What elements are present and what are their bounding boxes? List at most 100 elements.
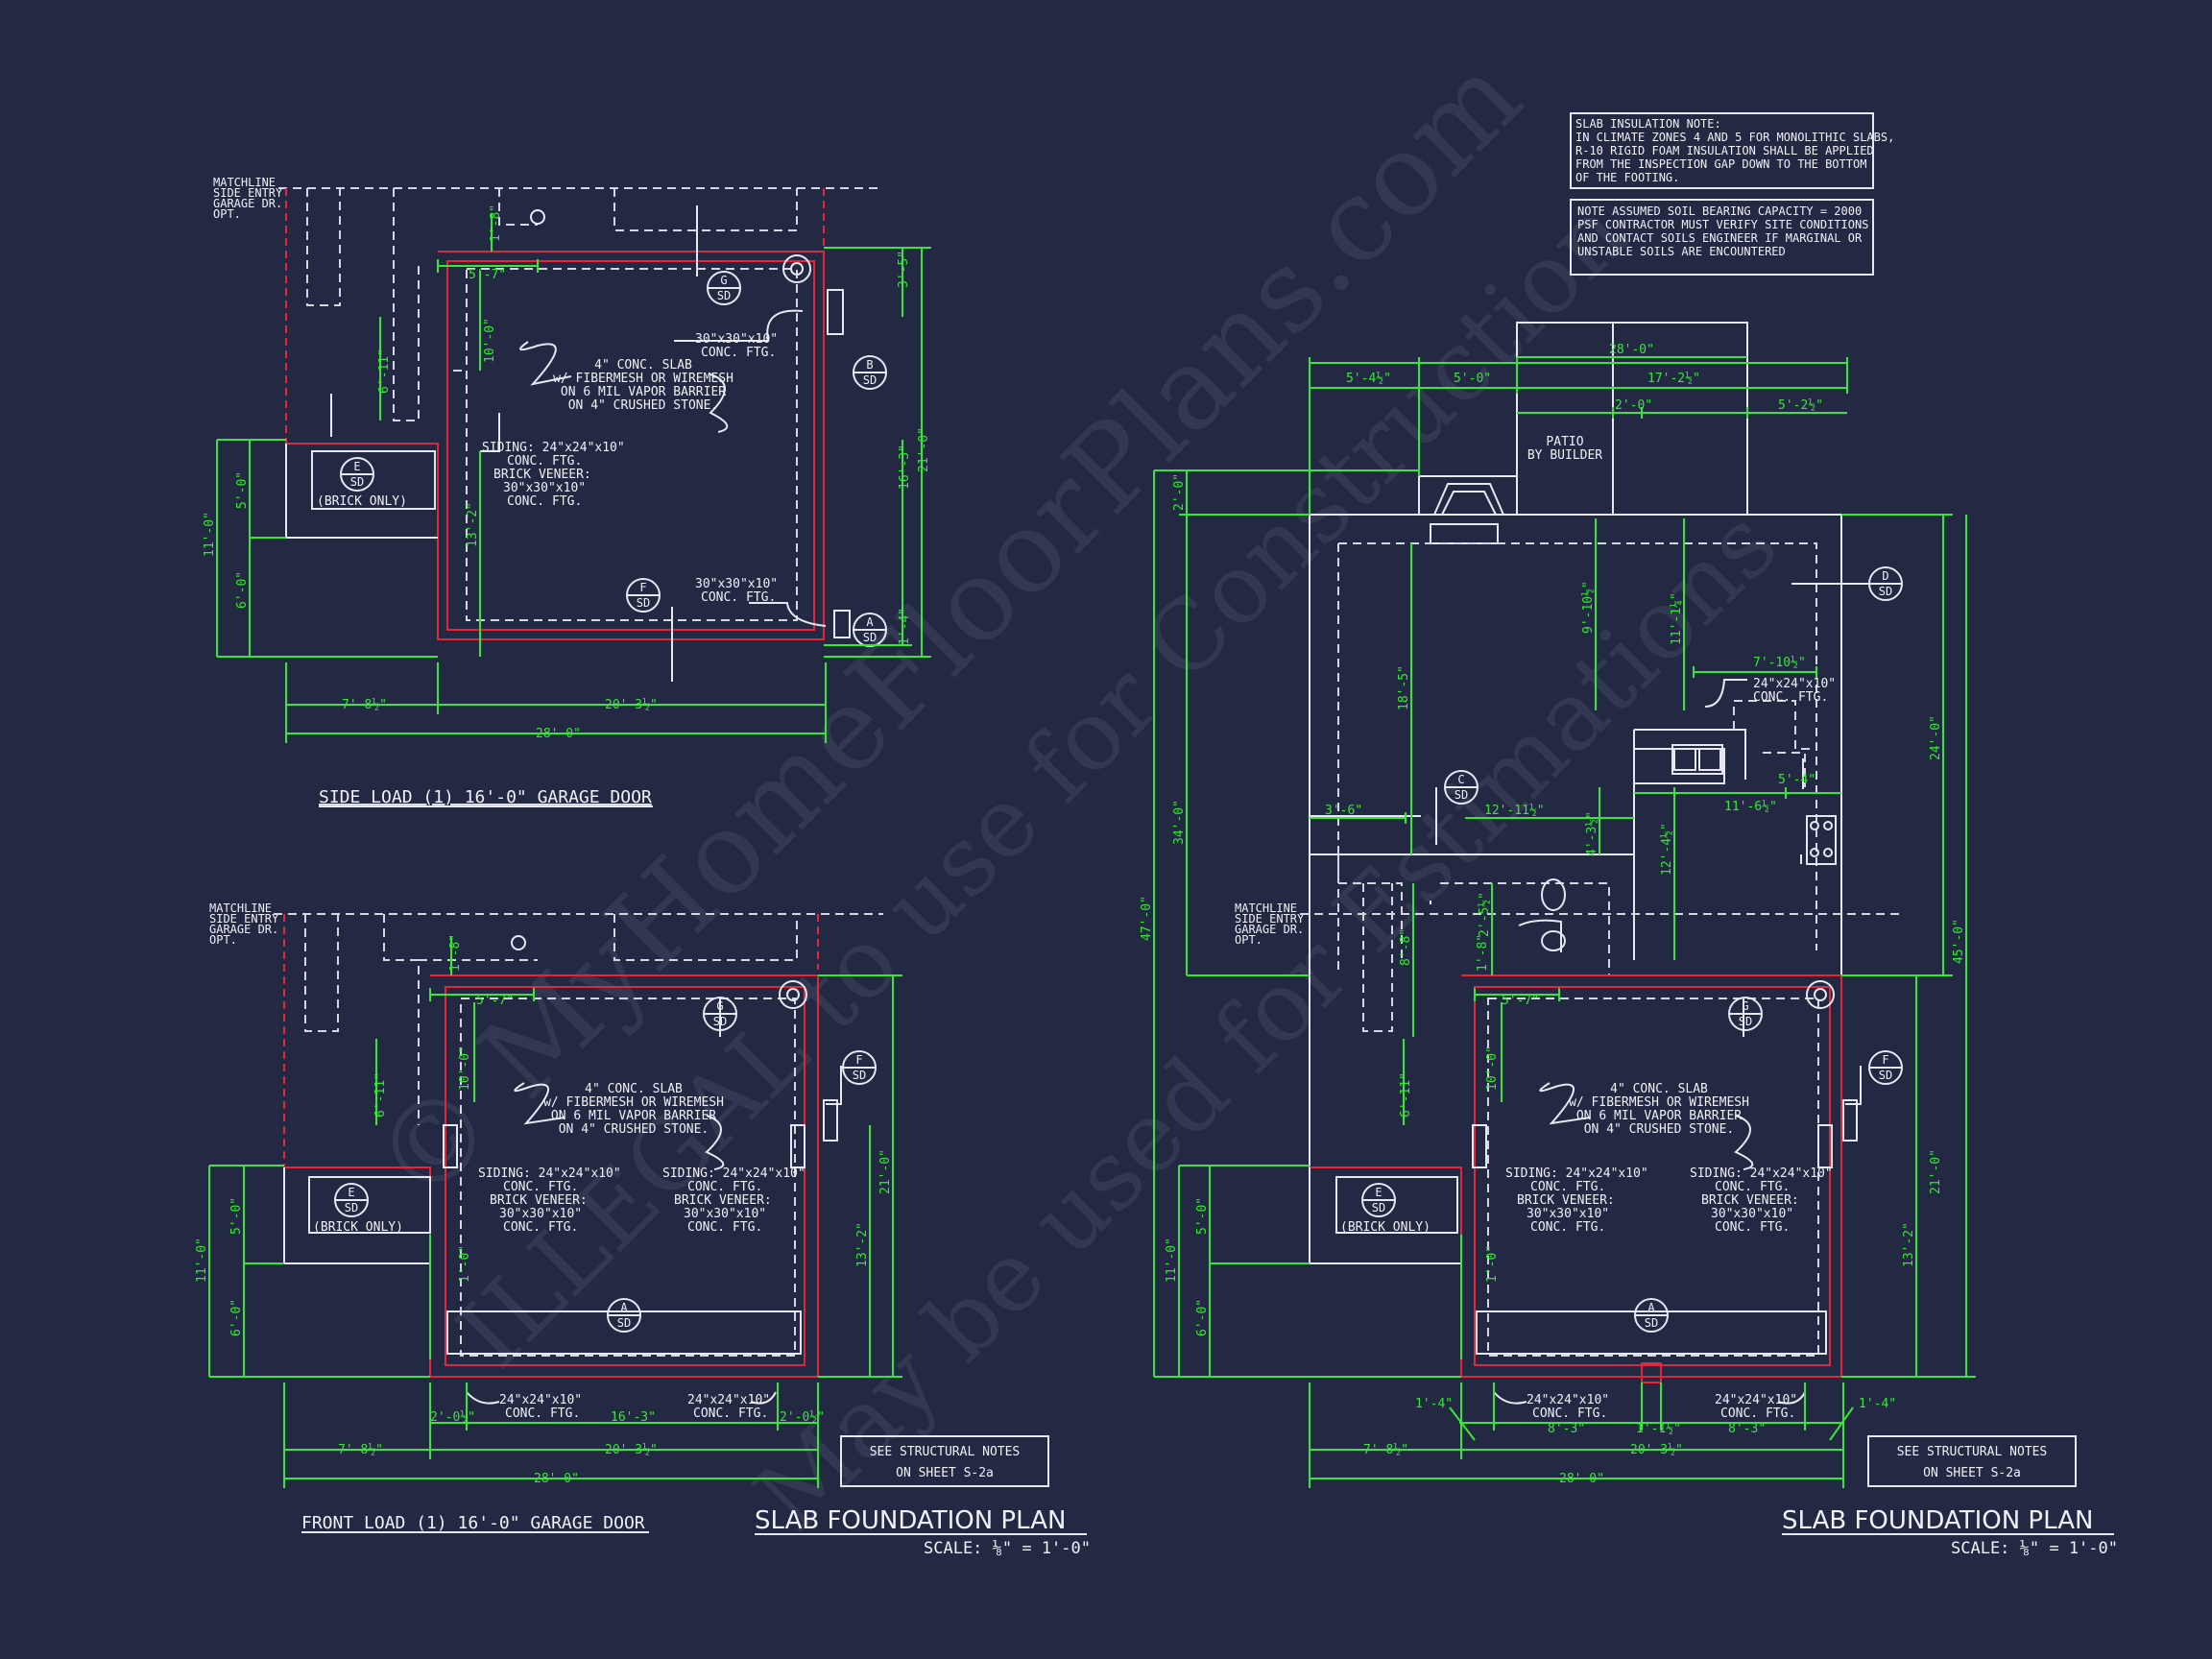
dimension-label: 7'-8½": [338, 1443, 383, 1457]
section-marker-g: GSD: [707, 271, 741, 305]
siding-note-line: CONC. FTG.: [1530, 1220, 1605, 1235]
plan-title-front-load: FRONT LOAD (1) 16'-0" GARAGE DOOR: [301, 1513, 645, 1533]
siding-note-line: SIDING: 24"x24"x10": [1690, 1166, 1833, 1181]
dimension-label: 3'-5": [897, 251, 911, 288]
section-marker-e: ESD: [340, 457, 374, 492]
siding-note-line: CONC. FTG.: [1715, 1180, 1790, 1194]
slab-insulation-note-line: OF THE FOOTING.: [1575, 171, 1679, 184]
footing-note-line: 24"x24"x10": [1527, 1393, 1609, 1407]
svg-text:SD: SD: [1879, 585, 1892, 598]
section-marker-d: D SD: [1868, 566, 1903, 601]
dimension-label: 6'-0": [229, 1299, 244, 1336]
slab-insulation-note-line: FROM THE INSPECTION GAP DOWN TO THE BOTT…: [1575, 157, 1866, 171]
section-marker-a: ASD: [607, 1298, 641, 1333]
see-structural-notes-box: SEE STRUCTURAL NOTES ON SHEET S-2a: [840, 1435, 1049, 1487]
svg-text:G: G: [1742, 999, 1748, 1013]
soil-bearing-note-box: NOTE ASSUMED SOIL BEARING CAPACITY = 200…: [1570, 199, 1874, 276]
svg-text:SD: SD: [1645, 1316, 1658, 1330]
section-marker-b: BSD: [853, 355, 887, 390]
matchline-label: OPT.: [209, 933, 237, 947]
dimension-label: 8'-3": [1548, 1422, 1585, 1436]
dimension-label: 10'-0": [1485, 1046, 1500, 1091]
dimension-label: 1'-1½": [1636, 1422, 1681, 1436]
footing-note-line: CONC. FTG.: [693, 1407, 768, 1421]
siding-note-line: 30"x30"x10": [499, 1207, 582, 1221]
dimension-label: 18'-5": [1397, 665, 1411, 710]
slab-insulation-note-line: IN CLIMATE ZONES 4 AND 5 FOR MONOLITHIC …: [1575, 131, 1894, 144]
svg-text:SD: SD: [1455, 788, 1468, 802]
siding-note-line: CONC. FTG.: [503, 1220, 578, 1235]
dimension-label: 28'-0": [536, 727, 581, 741]
dimension-lines: [216, 213, 931, 743]
svg-text:ON SHEET S-2a: ON SHEET S-2a: [1923, 1466, 2021, 1480]
section-marker-a: A SD: [853, 613, 887, 647]
svg-text:A: A: [1647, 1301, 1655, 1314]
dimension-label: 20'-3½": [605, 1443, 658, 1457]
matchline-label: OPT.: [213, 207, 241, 221]
slab-note-line: 4" CONC. SLAB: [1610, 1082, 1708, 1096]
dimension-label: 6'-0": [1195, 1299, 1210, 1336]
svg-text:SD: SD: [1372, 1201, 1385, 1214]
slab-insulation-note-box: SLAB INSULATION NOTE: IN CLIMATE ZONES 4…: [1570, 112, 1894, 189]
dimension-label: 11'-0": [203, 512, 217, 557]
dimension-label: 1'-8": [1476, 934, 1490, 972]
slab-note-line: w/ FIBERMESH OR WIREMESH: [543, 1095, 724, 1110]
dimension-label: 5'-4": [1778, 773, 1815, 787]
plan-full-house: PATIO BY BUILDER: [1140, 322, 2118, 1558]
section-marker-c: CSD: [1444, 770, 1479, 805]
svg-text:SEE STRUCTURAL NOTES: SEE STRUCTURAL NOTES: [870, 1445, 1021, 1459]
footing-note-line: 30"x30"x10": [695, 332, 778, 347]
svg-text:SEE STRUCTURAL NOTES: SEE STRUCTURAL NOTES: [1897, 1445, 2048, 1459]
slab-insulation-note-heading: SLAB INSULATION NOTE:: [1575, 117, 1721, 131]
dimension-label: 9'-10½": [1581, 581, 1596, 634]
svg-text:D: D: [1882, 569, 1888, 583]
slab-foundation-plan-title: SLAB FOUNDATION PLAN: [755, 1506, 1066, 1535]
siding-note-line: BRICK VENEER:: [493, 468, 591, 482]
svg-text:G: G: [720, 274, 727, 287]
matchline-label: OPT.: [1235, 933, 1262, 947]
dimension-label: 5'-0": [1454, 372, 1491, 386]
svg-text:SD: SD: [713, 1015, 727, 1028]
dimension-label: 8'-3": [1728, 1422, 1766, 1436]
dimension-label: 11'-6½": [1724, 800, 1777, 814]
section-marker-f: FSD: [1868, 1050, 1903, 1085]
siding-note-line: CONC. FTG.: [687, 1220, 762, 1235]
footing-note-line: CONC. FTG.: [701, 346, 776, 360]
plan-title-side-load: SIDE LOAD (1) 16'-0" GARAGE DOOR: [319, 787, 652, 807]
soil-note-line: UNSTABLE SOILS ARE ENCOUNTERED: [1577, 245, 1786, 258]
footing-note-line: CONC. FTG.: [505, 1407, 580, 1421]
footing-note-line: 24"x24"x10": [687, 1393, 770, 1407]
svg-text:F: F: [855, 1053, 862, 1067]
footing-note-line: 24"x24"x10": [1715, 1393, 1797, 1407]
dimension-label: 16'-3": [898, 445, 912, 490]
dimension-label: 10'-0": [458, 1046, 472, 1091]
matchline-label: SIDE ENTRY: [1235, 912, 1305, 926]
dimension-label: 5'-0": [1195, 1197, 1210, 1235]
dimension-lines: [208, 936, 902, 1488]
dimension-label: 4'-3½": [1585, 811, 1599, 856]
dimension-label: 5'-0": [229, 1197, 244, 1235]
dimension-label: 21'-0": [917, 427, 931, 472]
footing-note-line: CONC. FTG.: [701, 590, 776, 605]
siding-note-line: CONC. FTG.: [503, 1180, 578, 1194]
svg-text:F: F: [639, 581, 646, 594]
svg-text:ON SHEET S-2a: ON SHEET S-2a: [896, 1466, 994, 1480]
plan-scale: SCALE: ⅛" = 1'-0": [924, 1539, 1091, 1558]
plan-side-load: MATCHLINE SIDE ENTRY GARAGE DR. OPT.: [203, 176, 931, 807]
soil-note-line: PSF CONTRACTOR MUST VERIFY SITE CONDITIO…: [1577, 218, 1868, 231]
dimension-label: 5'-7": [469, 268, 506, 282]
svg-text:E: E: [353, 460, 360, 473]
dimension-label: 1'-0": [458, 1245, 472, 1283]
dimension-label: 1'-4": [1415, 1397, 1453, 1411]
section-marker-a: A SD: [1634, 1298, 1669, 1333]
svg-text:A: A: [866, 615, 874, 629]
svg-text:SD: SD: [863, 631, 877, 644]
dimension-label: 6'-11": [377, 349, 392, 394]
dimension-label: 11'-1¼": [1670, 592, 1684, 645]
dimension-label: 7'-8½": [342, 698, 387, 712]
svg-text:SD: SD: [617, 1316, 631, 1330]
dimension-label: 34'-0": [1172, 800, 1187, 845]
dimension-label: 2'-0": [1172, 473, 1187, 511]
matchline-label: MATCHLINE: [213, 176, 276, 189]
slab-note-line: ON 6 MIL VAPOR BARRIER: [551, 1109, 716, 1123]
